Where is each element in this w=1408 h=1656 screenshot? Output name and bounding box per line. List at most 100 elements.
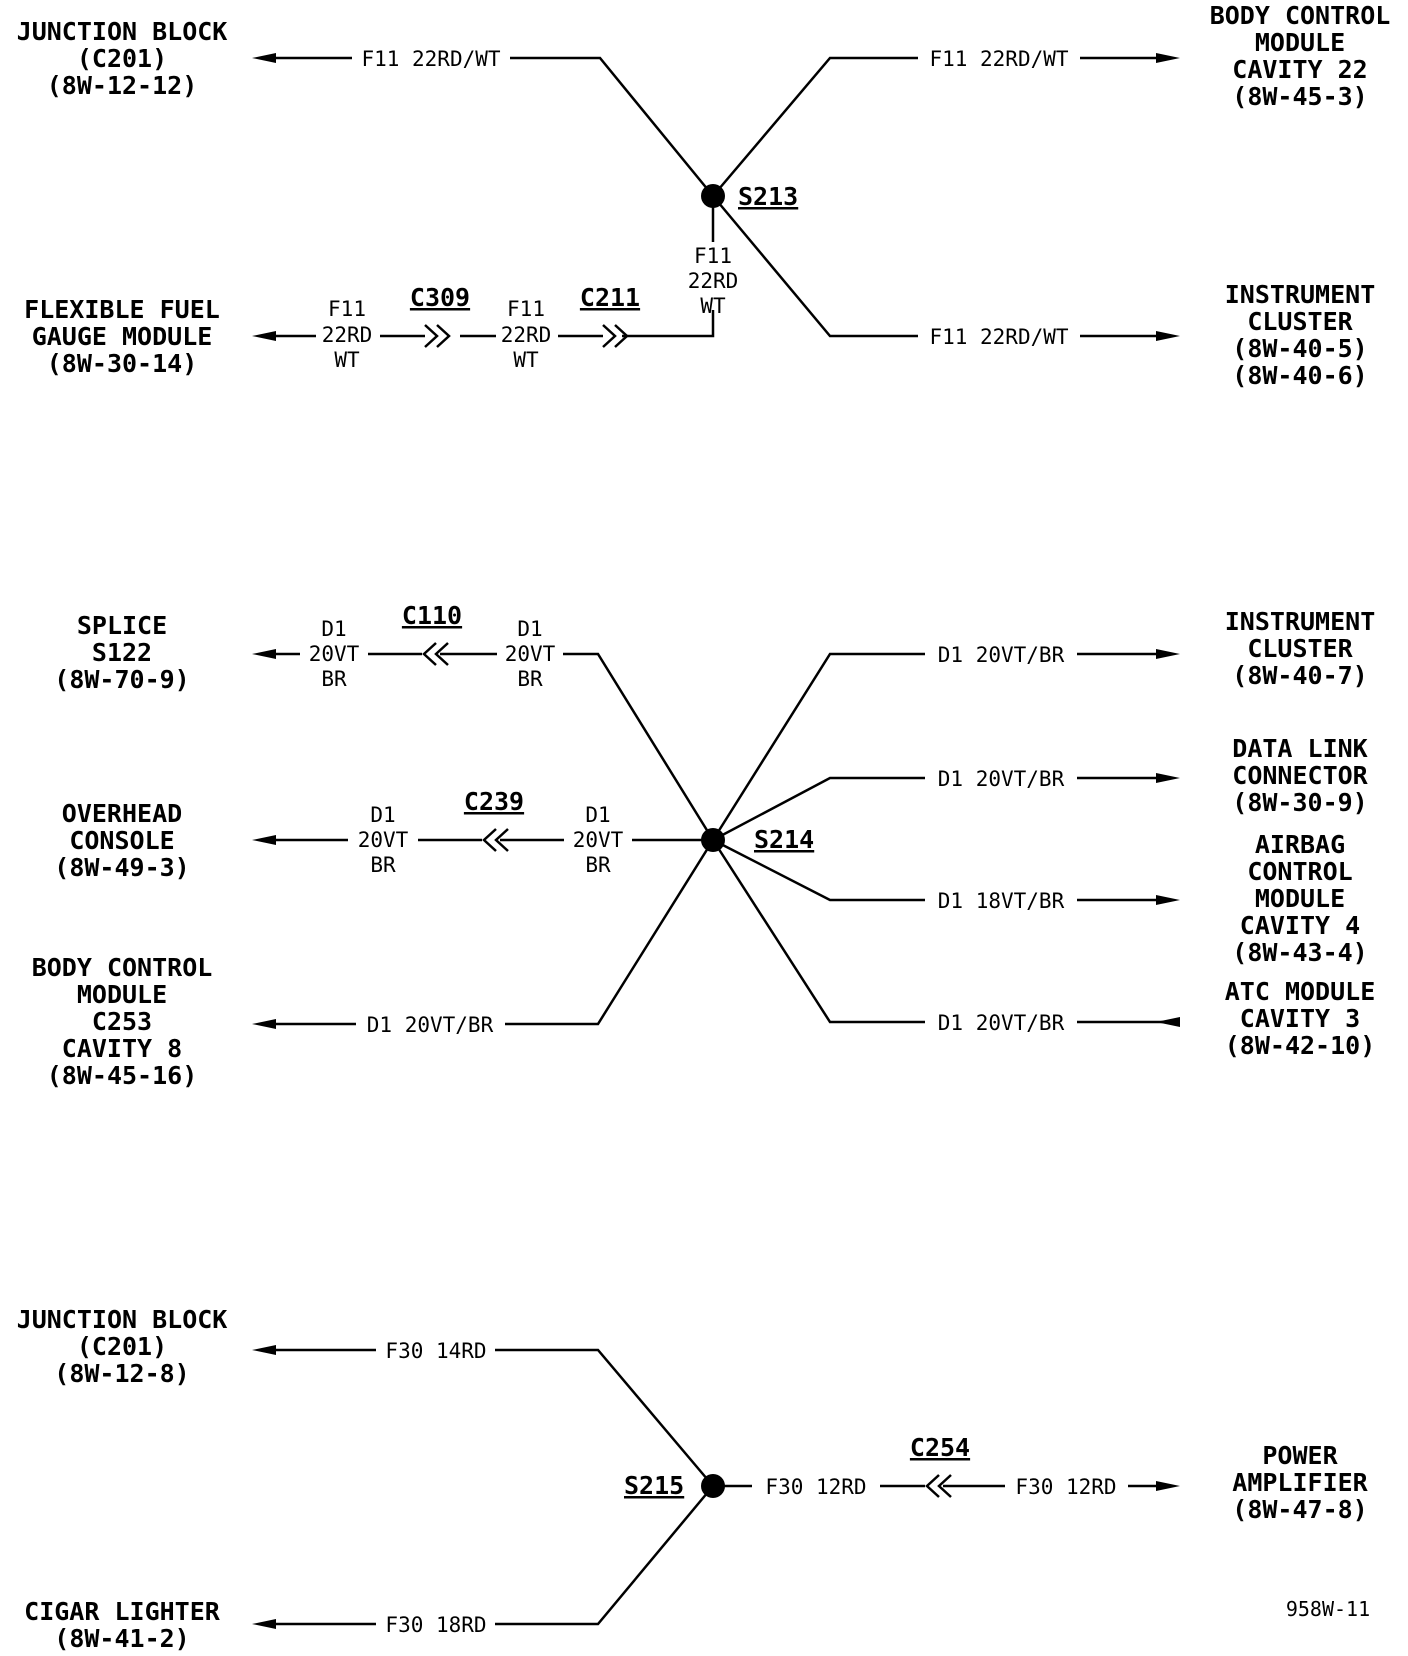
svg-text:(8W-40-5): (8W-40-5) (1232, 334, 1367, 363)
svg-text:OVERHEAD: OVERHEAD (62, 799, 182, 828)
wire-label: F11 (507, 297, 545, 321)
svg-text:(8W-45-3): (8W-45-3) (1232, 82, 1367, 111)
svg-text:(8W-45-16): (8W-45-16) (47, 1061, 198, 1090)
svg-text:CIGAR LIGHTER: CIGAR LIGHTER (24, 1597, 221, 1626)
wire-label: F30 12RD (1015, 1475, 1116, 1499)
svg-text:SPLICE: SPLICE (77, 611, 167, 640)
wire-label: WT (700, 294, 726, 318)
component-flexible-fuel-gauge-module: FLEXIBLE FUEL GAUGE MODULE (8W-30-14) (24, 295, 220, 378)
connector-c239-symbol (482, 828, 509, 852)
arrow-to-jb-c201 (252, 1345, 276, 1355)
connector-c309-symbol (424, 324, 451, 348)
svg-text:BODY CONTROL: BODY CONTROL (1210, 1, 1391, 30)
svg-text:INSTRUMENT: INSTRUMENT (1225, 607, 1376, 636)
svg-text:(8W-12-8): (8W-12-8) (54, 1359, 189, 1388)
splice-s215-dot (701, 1474, 725, 1498)
svg-text:CLUSTER: CLUSTER (1247, 307, 1353, 336)
svg-text:BODY CONTROL: BODY CONTROL (32, 953, 213, 982)
svg-text:DATA LINK: DATA LINK (1232, 734, 1367, 763)
svg-text:AIRBAG: AIRBAG (1255, 830, 1345, 859)
svg-text:(8W-12-12): (8W-12-12) (47, 71, 198, 100)
svg-text:(C201): (C201) (77, 44, 167, 73)
wire-label: F30 14RD (385, 1339, 486, 1363)
component-body-control-module-c253: BODY CONTROL MODULE C253 CAVITY 8 (8W-45… (32, 953, 213, 1090)
component-splice-s122: SPLICE S122 (8W-70-9) (54, 611, 189, 694)
wire-label: 20VT (358, 828, 409, 852)
arrow-to-splice-s122 (252, 649, 276, 659)
component-instrument-cluster: INSTRUMENT CLUSTER (8W-40-7) (1225, 607, 1376, 690)
svg-text:(8W-40-7): (8W-40-7) (1232, 661, 1367, 690)
svg-text:C253: C253 (92, 1007, 152, 1036)
svg-text:CLUSTER: CLUSTER (1247, 634, 1353, 663)
svg-text:(8W-30-9): (8W-30-9) (1232, 788, 1367, 817)
splice-s213-dot (701, 184, 725, 208)
wire-label: 22RD (501, 323, 552, 347)
svg-text:INSTRUMENT: INSTRUMENT (1225, 280, 1376, 309)
wire-label: BR (585, 853, 611, 877)
connector-c211-label: C211 (580, 283, 640, 312)
wire-label: 20VT (309, 642, 360, 666)
arrow-to-jb-c201 (252, 53, 276, 63)
svg-text:AMPLIFIER: AMPLIFIER (1232, 1468, 1368, 1497)
wire-label: F11 22RD/WT (361, 47, 500, 71)
svg-text:MODULE: MODULE (1255, 28, 1345, 57)
svg-text:CONSOLE: CONSOLE (69, 826, 174, 855)
svg-text:CAVITY 22: CAVITY 22 (1232, 55, 1367, 84)
svg-text:CAVITY 8: CAVITY 8 (62, 1034, 182, 1063)
arrow-to-airbag (1156, 895, 1180, 905)
wire-label: F30 18RD (385, 1613, 486, 1637)
wire-label: D1 18VT/BR (938, 889, 1065, 913)
arrow-to-bcm-cav22 (1156, 53, 1180, 63)
arrow-from-atc (1156, 1017, 1180, 1027)
svg-text:CONNECTOR: CONNECTOR (1232, 761, 1368, 790)
svg-text:CAVITY 3: CAVITY 3 (1240, 1004, 1360, 1033)
svg-text:(C201): (C201) (77, 1332, 167, 1361)
connector-c254-label: C254 (910, 1433, 970, 1462)
svg-text:MODULE: MODULE (77, 980, 167, 1009)
component-junction-block-c201: JUNCTION BLOCK (C201) (8W-12-8) (17, 1305, 228, 1388)
wire-label: F11 22RD/WT (929, 47, 1068, 71)
splice-s214-label: S214 (754, 825, 814, 854)
component-overhead-console: OVERHEAD CONSOLE (8W-49-3) (54, 799, 189, 882)
wire-label: D1 (517, 617, 542, 641)
svg-text:ATC MODULE: ATC MODULE (1225, 977, 1376, 1006)
wire-label: BR (517, 667, 543, 691)
arrow-to-cigar-lighter (252, 1619, 276, 1629)
wire-label: D1 (370, 803, 395, 827)
wire-label: D1 (585, 803, 610, 827)
wire-label: WT (334, 348, 360, 372)
svg-text:(8W-41-2): (8W-41-2) (54, 1624, 189, 1653)
wire-label: 22RD (322, 323, 373, 347)
wire-label: BR (370, 853, 396, 877)
component-data-link-connector: DATA LINK CONNECTOR (8W-30-9) (1232, 734, 1368, 817)
component-airbag-control-module: AIRBAG CONTROL MODULE CAVITY 4 (8W-43-4) (1232, 830, 1367, 967)
wire-label: D1 20VT/BR (938, 643, 1065, 667)
wire-label: F30 12RD (765, 1475, 866, 1499)
figure-id: 958W-11 (1286, 1597, 1370, 1621)
arrow-to-dlc (1156, 773, 1180, 783)
svg-text:CAVITY 4: CAVITY 4 (1240, 911, 1360, 940)
wire-label: WT (513, 348, 539, 372)
svg-text:(8W-43-4): (8W-43-4) (1232, 938, 1367, 967)
wire-label: F11 22RD/WT (929, 325, 1068, 349)
component-power-amplifier: POWER AMPLIFIER (8W-47-8) (1232, 1441, 1368, 1524)
svg-text:JUNCTION BLOCK: JUNCTION BLOCK (17, 1305, 228, 1334)
arrow-to-ic-a (1156, 331, 1180, 341)
component-cigar-lighter: CIGAR LIGHTER (8W-41-2) (24, 1597, 221, 1653)
svg-text:(8W-49-3): (8W-49-3) (54, 853, 189, 882)
connector-c211-symbol (602, 324, 629, 348)
connector-c254-symbol (925, 1474, 952, 1498)
section-s213: S213 C309 C211 F11 22RD/WT F11 22RD/WT F… (17, 1, 1391, 390)
svg-text:MODULE: MODULE (1255, 884, 1345, 913)
arrow-to-bcm-c253 (252, 1019, 276, 1029)
section-s214: S214 C110 C239 D1 20VT BR D1 20VT BR D1 … (32, 601, 1376, 1090)
svg-text:CONTROL: CONTROL (1247, 857, 1352, 886)
component-atc-module: ATC MODULE CAVITY 3 (8W-42-10) (1225, 977, 1376, 1060)
component-instrument-cluster: INSTRUMENT CLUSTER (8W-40-5) (8W-40-6) (1225, 280, 1376, 390)
svg-text:(8W-70-9): (8W-70-9) (54, 665, 189, 694)
section-s215: S215 C254 F30 14RD F30 12RD F30 12RD F30… (17, 1305, 1369, 1653)
arrow-to-ffgm (252, 331, 276, 341)
svg-text:FLEXIBLE FUEL: FLEXIBLE FUEL (24, 295, 220, 324)
component-body-control-module-cavity-22: BODY CONTROL MODULE CAVITY 22 (8W-45-3) (1210, 1, 1391, 111)
